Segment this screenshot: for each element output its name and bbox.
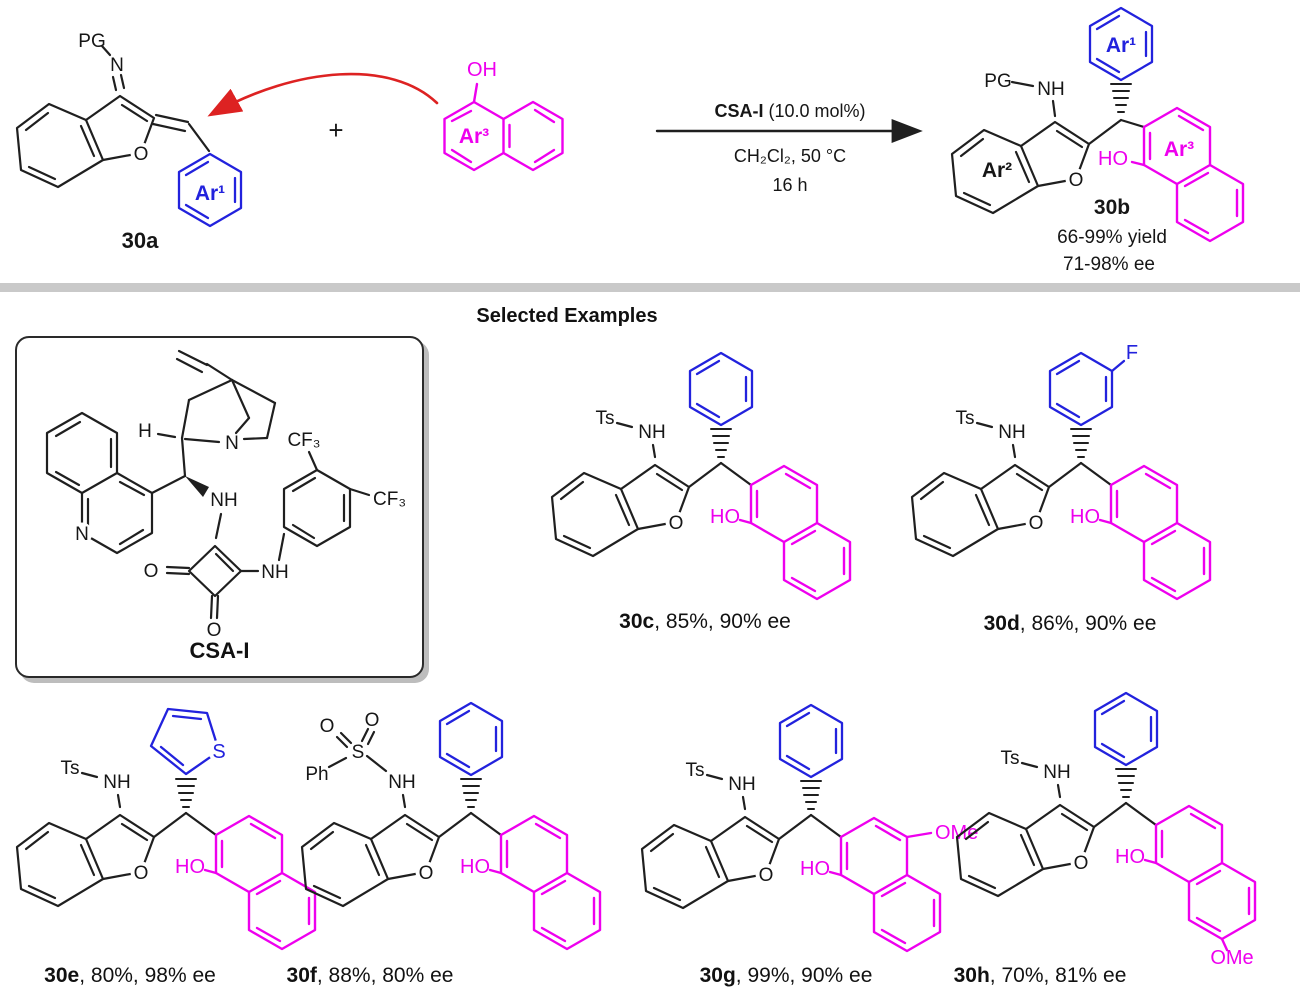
ts-label: Ts bbox=[956, 408, 975, 429]
caption-30g: 30g, 99%, 90% ee bbox=[616, 964, 956, 988]
structure-30e: Ts NH S HO bbox=[15, 707, 317, 951]
reaction-equation: PG N Ar¹ 30a + OH Ar³ bbox=[15, 6, 1245, 275]
ho-label: HO bbox=[1098, 148, 1128, 170]
ph-label: Ph bbox=[305, 764, 328, 785]
compound-result: , 85%, 90% ee bbox=[654, 610, 791, 633]
cf3-top-label: CF₃ bbox=[287, 430, 320, 451]
structure-30a: PG N Ar¹ 30a bbox=[15, 31, 243, 253]
compound-id: 30f bbox=[286, 964, 317, 987]
product-ee: 71-98% ee bbox=[1063, 254, 1155, 275]
compound-result: , 88%, 80% ee bbox=[316, 964, 454, 987]
nh-label: NH bbox=[388, 772, 415, 793]
conditions-line1: CSA-I (10.0 mol%) bbox=[714, 101, 865, 121]
thiophene-ring: S bbox=[149, 707, 230, 776]
ts-label: Ts bbox=[686, 760, 705, 781]
quinoline-n-label: N bbox=[75, 524, 89, 545]
pg-label: PG bbox=[78, 31, 105, 52]
ts-label: Ts bbox=[596, 408, 615, 429]
structure-30f: Ph S O O NH HO bbox=[300, 701, 602, 951]
nh-label: NH bbox=[1037, 79, 1064, 100]
compound-result: , 86%, 90% ee bbox=[1019, 612, 1157, 635]
compound-id: 30c bbox=[619, 610, 655, 633]
compound-label-30b: 30b bbox=[1094, 196, 1130, 219]
ho-label: HO bbox=[175, 856, 205, 878]
structure-30h: Ts NH OMe HO bbox=[955, 691, 1257, 968]
squaramide-o2-label: O bbox=[207, 620, 222, 640]
caption-30e: 30e, 80%, 98% ee bbox=[0, 964, 300, 988]
nh-label: NH bbox=[1043, 762, 1070, 783]
oh-label: OH bbox=[467, 59, 497, 81]
caption-30h: 30h, 70%, 81% ee bbox=[870, 964, 1210, 988]
ts-label: Ts bbox=[1001, 748, 1020, 769]
sulfonyl-o2-label: O bbox=[320, 716, 335, 737]
product-yield: 66-99% yield bbox=[1057, 227, 1167, 248]
h-label: H bbox=[138, 421, 152, 442]
ar1-label: Ar¹ bbox=[195, 182, 225, 205]
compound-result: , 99%, 90% ee bbox=[735, 964, 873, 987]
f-label: F bbox=[1126, 342, 1138, 364]
squaramide-nh1-label: NH bbox=[210, 490, 237, 511]
pg-label: PG bbox=[984, 71, 1011, 92]
compound-result: , 70%, 81% ee bbox=[989, 964, 1127, 987]
caption-30d: 30d, 86%, 90% ee bbox=[900, 612, 1240, 636]
catalyst-box: N H N NH bbox=[15, 336, 424, 678]
section-divider bbox=[0, 283, 1300, 292]
ho-label: HO bbox=[1115, 846, 1145, 868]
nh-label: NH bbox=[728, 774, 755, 795]
catalyst-name: CSA-I bbox=[189, 638, 250, 663]
nh-label: NH bbox=[103, 772, 130, 793]
nh-label: NH bbox=[998, 422, 1025, 443]
ho-label: HO bbox=[1070, 506, 1100, 528]
squaramide-nh2-label: NH bbox=[261, 562, 288, 583]
compound-label-30a: 30a bbox=[122, 228, 159, 253]
ho-label: HO bbox=[460, 856, 490, 878]
compound-id: 30d bbox=[983, 612, 1020, 635]
ar3-label: Ar³ bbox=[459, 125, 489, 148]
caption-30c: 30c, 85%, 90% ee bbox=[535, 610, 875, 634]
compound-id: 30h bbox=[953, 964, 990, 987]
reagent-naphthol: OH Ar³ bbox=[443, 59, 564, 172]
imine-n-label: N bbox=[110, 55, 124, 76]
quinuclidine-n-label: N bbox=[225, 433, 239, 454]
structure-30c: Ts NH HO bbox=[550, 351, 852, 601]
compound-result: , 80%, 98% ee bbox=[79, 964, 216, 987]
ar3-label: Ar³ bbox=[1164, 138, 1194, 161]
phenylsulfonyl-group: Ph S O O bbox=[305, 710, 388, 785]
ar2-label: Ar² bbox=[982, 159, 1012, 182]
cf3-right-label: CF₃ bbox=[373, 489, 406, 510]
red-curved-arrow bbox=[207, 72, 439, 117]
ho-label: HO bbox=[800, 858, 830, 880]
examples-heading: Selected Examples bbox=[476, 305, 658, 327]
structure-csa-i: N H N NH bbox=[45, 349, 406, 641]
nh-label: NH bbox=[638, 422, 665, 443]
ho-label: HO bbox=[710, 506, 740, 528]
ts-label: Ts bbox=[61, 758, 80, 779]
structure-30g: Ts NH OMe HO bbox=[640, 703, 978, 953]
compound-id: 30g bbox=[699, 964, 736, 987]
compound-id: 30e bbox=[44, 964, 80, 987]
structure-30d: Ts NH F HO bbox=[910, 342, 1212, 601]
conditions-line3: 16 h bbox=[772, 175, 807, 195]
squaramide-o1-label: O bbox=[144, 561, 159, 582]
ar1-label: Ar¹ bbox=[1106, 34, 1136, 57]
plus-sign: + bbox=[328, 115, 343, 145]
s-label: S bbox=[212, 741, 225, 763]
reaction-conditions: CSA-I (10.0 mol%) CH₂Cl₂, 50 °C 16 h bbox=[714, 101, 865, 195]
sulfonyl-s-label: S bbox=[352, 742, 365, 763]
caption-30f: 30f, 88%, 80% ee bbox=[200, 964, 540, 988]
sulfonyl-o1-label: O bbox=[365, 710, 380, 731]
structure-30b: PG NH Ar² Ar¹ Ar³ HO 30b 66-99% yield 71… bbox=[950, 6, 1245, 275]
ome-label: OMe bbox=[1210, 947, 1253, 968]
conditions-line2: CH₂Cl₂, 50 °C bbox=[734, 146, 846, 166]
